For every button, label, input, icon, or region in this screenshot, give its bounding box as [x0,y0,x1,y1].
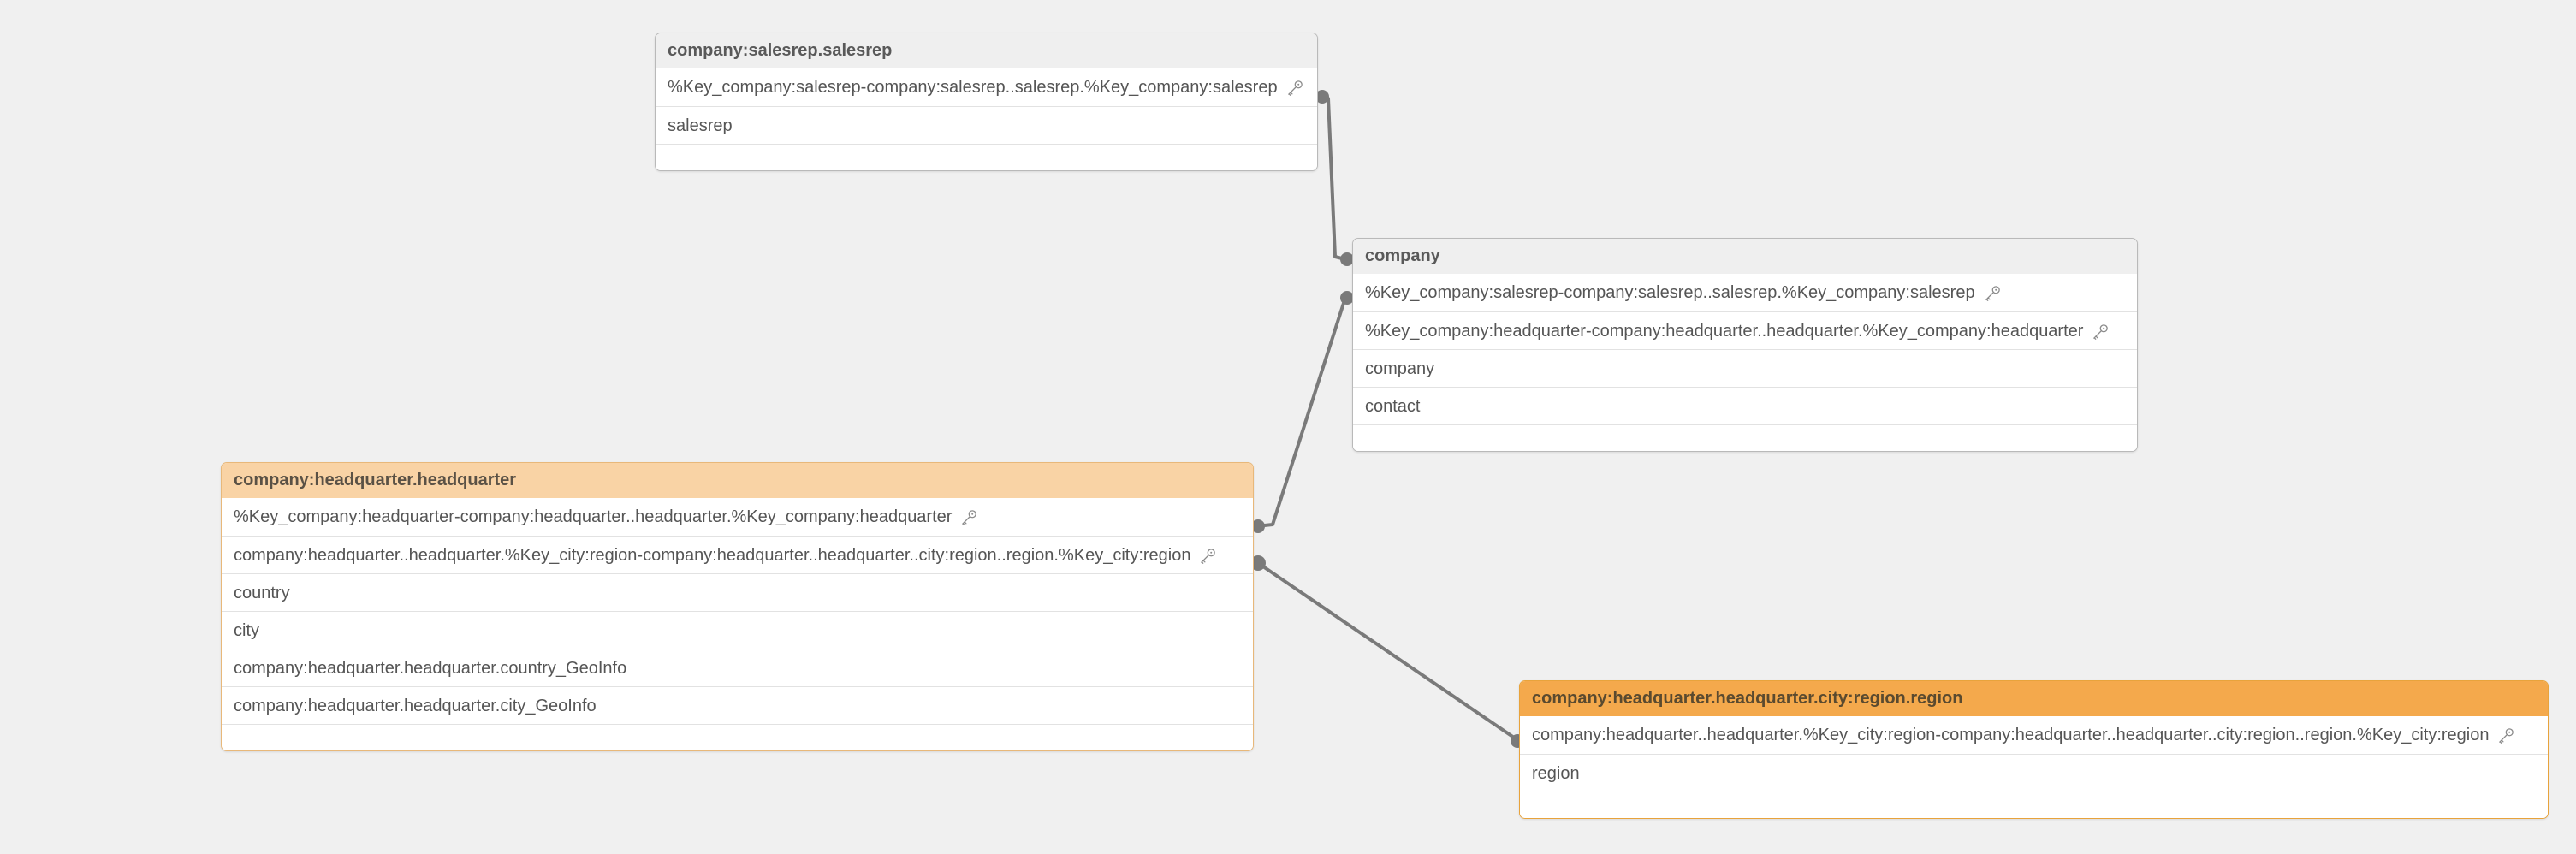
table-row[interactable]: %Key_company:salesrep-company:salesrep..… [656,68,1317,106]
field-label: %Key_company:headquarter-company:headqua… [1365,321,2084,341]
table-row[interactable]: salesrep [656,106,1317,144]
table-title: company:headquarter.headquarter.city:reg… [1520,681,2548,716]
table-node-salesrep[interactable]: company:salesrep.salesrep %Key_company:s… [655,33,1318,171]
link-salesrep-to-company [1315,90,1354,266]
table-row[interactable]: company:headquarter..headquarter.%Key_ci… [222,536,1253,573]
table-node-company[interactable]: company %Key_company:salesrep-company:sa… [1352,238,2138,452]
key-icon [1983,284,2002,303]
table-rows: %Key_company:salesrep-company:salesrep..… [1353,274,2137,424]
link-headquarter-to-region [1250,555,1524,748]
table-row[interactable]: company:headquarter.headquarter.city_Geo… [222,686,1253,724]
table-row[interactable]: company [1353,349,2137,387]
field-label: %Key_company:salesrep-company:salesrep..… [1365,283,1975,302]
table-footer [1520,792,2548,818]
table-footer [222,724,1253,750]
field-label: company:headquarter..headquarter.%Key_ci… [1532,726,2490,744]
key-icon [959,508,978,527]
table-rows: %Key_company:headquarter-company:headqua… [222,498,1253,724]
table-footer [656,144,1317,170]
field-label: %Key_company:salesrep-company:salesrep..… [668,78,1278,97]
field-label: company:headquarter.headquarter.country_… [234,658,627,678]
table-row[interactable]: region [1520,754,2548,792]
table-row[interactable]: %Key_company:headquarter-company:headqua… [1353,311,2137,349]
table-title: company [1353,239,2137,274]
table-row[interactable]: company:headquarter..headquarter.%Key_ci… [1520,716,2548,754]
table-row[interactable]: country [222,573,1253,611]
table-node-headquarter[interactable]: company:headquarter.headquarter %Key_com… [221,462,1254,751]
table-row[interactable]: company:headquarter.headquarter.country_… [222,649,1253,686]
field-label: company:headquarter.headquarter.city_Geo… [234,696,597,715]
table-title: company:headquarter.headquarter [222,463,1253,498]
table-node-region[interactable]: company:headquarter.headquarter.city:reg… [1519,680,2549,819]
link-headquarter-to-company [1251,291,1354,533]
field-label: contact [1365,396,1421,416]
table-row[interactable]: %Key_company:salesrep-company:salesrep..… [1353,274,2137,311]
table-rows: company:headquarter..headquarter.%Key_ci… [1520,716,2548,792]
key-icon [2496,726,2515,745]
field-label: city [234,620,259,640]
table-title: company:salesrep.salesrep [656,33,1317,68]
table-footer [1353,424,2137,451]
key-icon [2091,323,2110,341]
table-row[interactable]: %Key_company:headquarter-company:headqua… [222,498,1253,536]
field-label: salesrep [668,116,733,135]
field-label: region [1532,763,1580,783]
field-label: company:headquarter..headquarter.%Key_ci… [234,545,1191,565]
key-icon [1285,79,1304,98]
table-row[interactable]: city [222,611,1253,649]
field-label: country [234,583,290,602]
field-label: company [1365,359,1435,378]
field-label: %Key_company:headquarter-company:headqua… [234,507,953,526]
key-icon [1198,547,1217,566]
table-row[interactable]: contact [1353,387,2137,424]
table-rows: %Key_company:salesrep-company:salesrep..… [656,68,1317,144]
